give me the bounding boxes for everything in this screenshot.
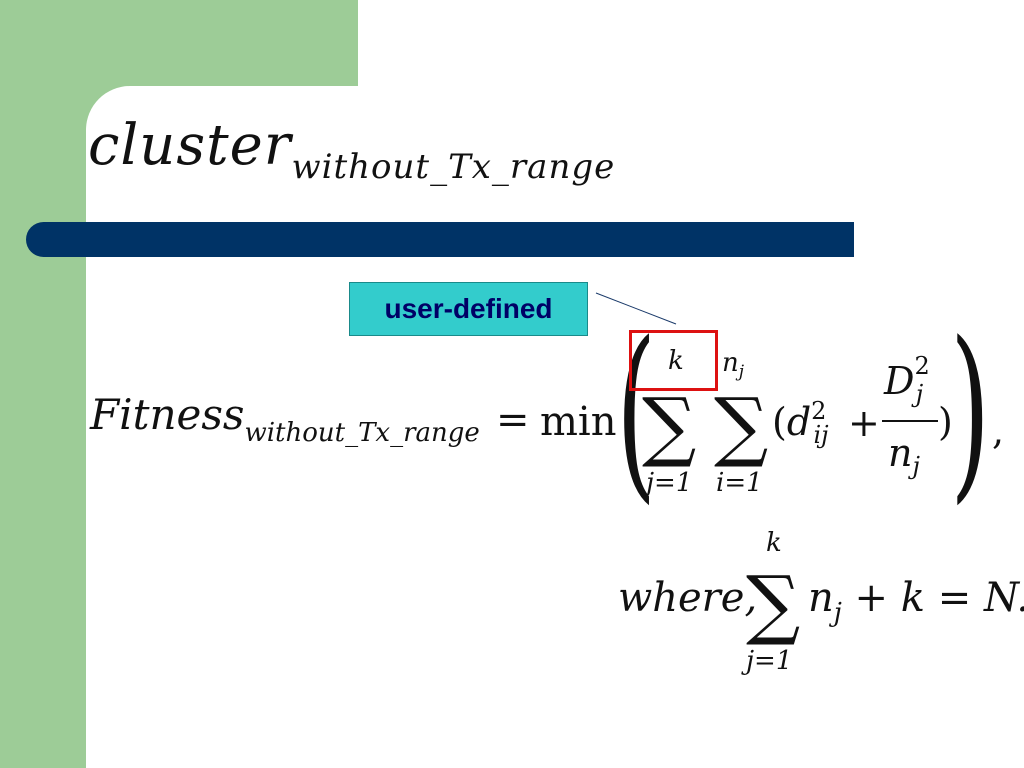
title-bar xyxy=(26,222,854,257)
right-big-paren: ) xyxy=(950,302,991,521)
title-main: cluster xyxy=(88,113,292,178)
plus-sign: + xyxy=(848,401,880,445)
denominator-n: n xyxy=(888,431,913,475)
close-paren-small: ) xyxy=(938,400,953,444)
user-defined-label: user-defined xyxy=(349,282,588,336)
constraint-n-subscript: j xyxy=(833,598,842,628)
fitness-lhs: Fitnesswithout_Tx_range xyxy=(90,394,480,447)
equation-comma: , xyxy=(992,409,1005,453)
inner-sum-upper: nj xyxy=(722,348,744,381)
outer-sum-sigma: ∑ xyxy=(642,381,697,470)
d-subscript: ij xyxy=(813,421,829,449)
fitness-subscript: without_Tx_range xyxy=(244,418,480,448)
fitness-label: Fitness xyxy=(90,390,245,439)
distance-term: (d2ij xyxy=(772,397,829,449)
inner-sum-upper-j: j xyxy=(738,362,745,382)
numerator-subscript: j xyxy=(915,380,924,408)
content-panel xyxy=(86,86,1024,768)
constraint-sum-upper: k xyxy=(766,528,782,558)
constraint-sum-lower: j=1 xyxy=(746,646,793,676)
d-symbol: d xyxy=(786,400,812,444)
constraint-sum-sigma: ∑ xyxy=(746,559,801,648)
highlight-box xyxy=(629,330,718,391)
inner-sum-upper-n: n xyxy=(722,348,739,378)
fraction-numerator: D2j xyxy=(884,354,930,406)
constraint-tail: + k = N. xyxy=(841,575,1024,621)
inner-sum-sigma: ∑ xyxy=(714,381,769,470)
outer-sum-lower: j=1 xyxy=(646,468,693,498)
left-big-paren: ( xyxy=(616,302,657,521)
d-superscript: 2 xyxy=(811,397,827,425)
min-operator: min xyxy=(540,399,617,445)
constraint-n: n xyxy=(808,575,834,621)
denominator-subscript: j xyxy=(912,452,920,480)
numerator-superscript: 2 xyxy=(914,352,930,380)
fraction-bar xyxy=(882,420,938,422)
inner-sum-lower: i=1 xyxy=(716,468,763,498)
constraint-rest: nj + k = N. xyxy=(808,575,1024,626)
slide-title: clusterwithout_Tx_range xyxy=(88,118,615,185)
equals-sign: = xyxy=(496,397,530,443)
title-subscript: without_Tx_range xyxy=(291,147,616,187)
user-defined-text: user-defined xyxy=(384,293,553,324)
fraction-denominator: nj xyxy=(888,431,920,478)
where-label: where, xyxy=(618,575,758,621)
numerator-d: D xyxy=(884,359,915,403)
outer-sum-upper: k xyxy=(668,346,684,376)
